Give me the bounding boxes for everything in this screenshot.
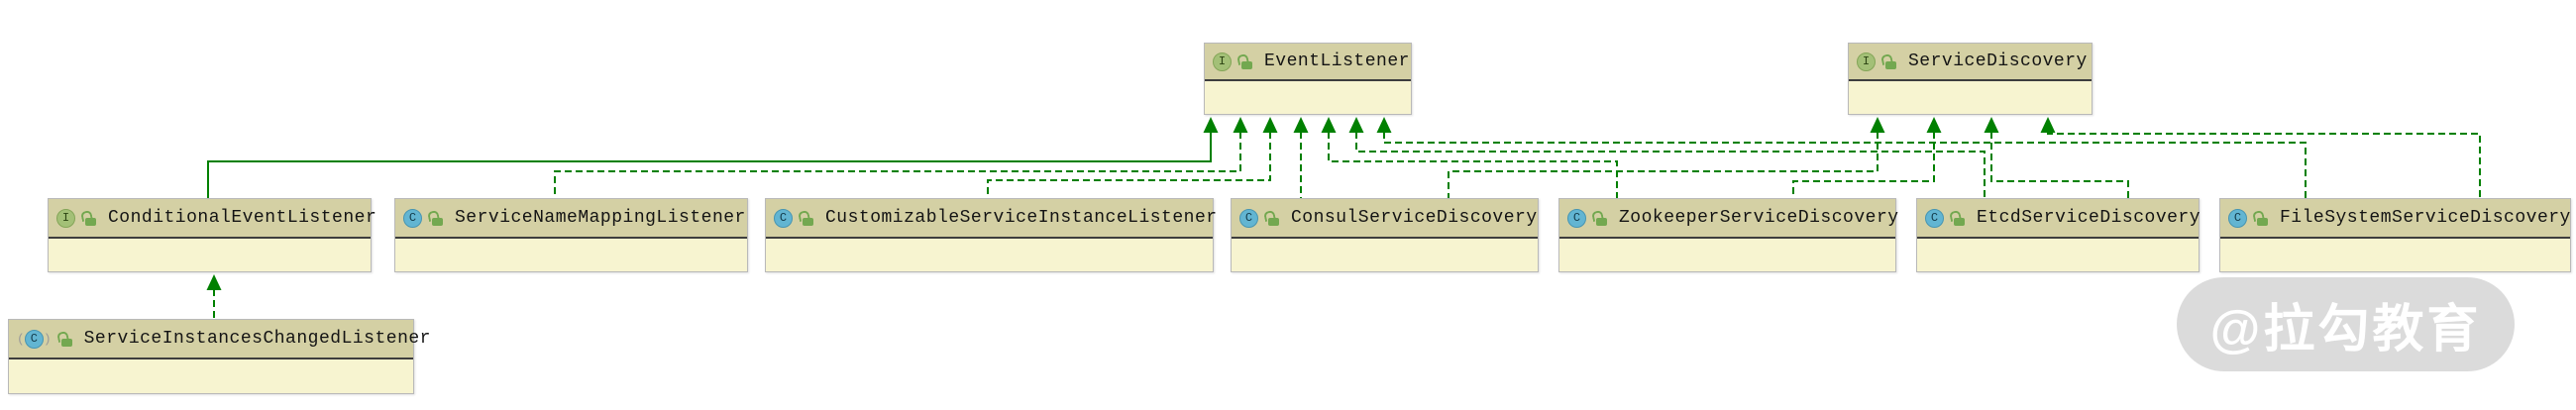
arrowhead-up-icon (1984, 117, 1999, 133)
inheritance-line (1355, 132, 1986, 198)
uml-node-header[interactable]: (C) ServiceInstancesChangedListener (9, 320, 430, 359)
uml-node-ConsulServiceDiscovery[interactable]: C ConsulServiceDiscovery (1231, 198, 1539, 272)
uml-node-title: ZookeeperServiceDiscovery (1619, 208, 1899, 228)
arrowhead-up-icon (1376, 117, 1392, 133)
inheritance-line (554, 132, 1241, 198)
uml-node-ServiceNameMappingListener[interactable]: C ServiceNameMappingListener (394, 198, 748, 272)
connector-FileSystemServiceDiscovery-to-EventListener (1376, 117, 2307, 198)
connector-FileSystemServiceDiscovery-to-ServiceDiscovery (2040, 117, 2481, 198)
unlocked-padlock-icon (1950, 211, 1965, 226)
uml-node-body[interactable] (1917, 239, 2199, 269)
uml-node-body[interactable] (395, 239, 747, 269)
inheritance-line (1792, 132, 1935, 198)
paren-mark: ( (17, 331, 25, 347)
uml-node-ConditionalEventListener[interactable]: I ConditionalEventListener (48, 198, 376, 272)
arrowhead-up-icon (1870, 117, 1885, 133)
connector-ConsulServiceDiscovery-to-ServiceDiscovery (1448, 117, 1885, 198)
arrowhead-up-icon (1233, 117, 1248, 133)
unlocked-padlock-icon (2253, 211, 2268, 226)
unlocked-padlock-icon (81, 211, 96, 226)
uml-node-body[interactable] (1205, 81, 1411, 112)
uml-node-header[interactable]: I EventListener (1205, 44, 1411, 81)
connector-EtcdServiceDiscovery-to-ServiceDiscovery (1984, 117, 2129, 198)
connector-ZookeeperServiceDiscovery-to-ServiceDiscovery (1792, 117, 1942, 198)
uml-node-title: EtcdServiceDiscovery (1977, 208, 2201, 228)
inheritance-line (987, 132, 1271, 198)
uml-node-title: CustomizableServiceInstanceListener (825, 208, 1218, 228)
arrowhead-up-icon (1293, 117, 1309, 133)
inheritance-line (207, 132, 1212, 198)
uml-node-ServiceInstancesChangedListener[interactable]: (C) ServiceInstancesChangedListener (8, 319, 430, 394)
uml-node-header[interactable]: I ConditionalEventListener (49, 199, 376, 239)
uml-node-title: ServiceDiscovery (1908, 51, 2088, 71)
uml-node-header[interactable]: C EtcdServiceDiscovery (1917, 199, 2201, 239)
unlocked-padlock-icon (799, 211, 813, 226)
uml-node-title: ServiceInstancesChangedListener (83, 329, 431, 349)
parenthesized-class-icon: (C) (17, 329, 52, 349)
class-icon: C (2228, 208, 2247, 228)
uml-node-body[interactable] (1559, 239, 1895, 269)
uml-node-title: ServiceNameMappingListener (455, 208, 746, 228)
class-icon: C (1239, 208, 1258, 228)
interface-icon: I (1857, 51, 1876, 71)
uml-node-title: ConsulServiceDiscovery (1291, 208, 1538, 228)
connector-ServiceInstancesChangedListener-to-ConditionalEventListener (206, 274, 222, 319)
uml-node-header[interactable]: C CustomizableServiceInstanceListener (766, 199, 1217, 239)
uml-node-FileSystemServiceDiscovery[interactable]: C FileSystemServiceDiscovery (2219, 198, 2571, 272)
inheritance-line (1448, 132, 1878, 198)
uml-node-body[interactable] (1232, 239, 1538, 269)
arrowhead-up-icon (1348, 117, 1364, 133)
unlocked-padlock-icon (428, 211, 443, 226)
uml-node-header[interactable]: C ServiceNameMappingListener (395, 199, 747, 239)
arrowhead-up-icon (2040, 117, 2056, 133)
connector-ConsulServiceDiscovery-to-EventListener (1293, 117, 1309, 198)
class-icon: C (1925, 208, 1944, 228)
uml-node-body[interactable] (2220, 239, 2570, 269)
uml-node-ZookeeperServiceDiscovery[interactable]: C ZookeeperServiceDiscovery (1558, 198, 1898, 272)
interface-icon: I (56, 208, 75, 228)
uml-node-body[interactable] (766, 239, 1213, 269)
unlocked-padlock-icon (1237, 54, 1252, 69)
class-icon: C (1567, 208, 1586, 228)
uml-node-header[interactable]: C ZookeeperServiceDiscovery (1559, 199, 1898, 239)
inheritance-line (2047, 132, 2481, 198)
unlocked-padlock-icon (57, 332, 72, 347)
class-icon: C (403, 208, 422, 228)
class-icon: C (774, 208, 793, 228)
unlocked-padlock-icon (1881, 54, 1896, 69)
class-icon: C (24, 329, 44, 349)
uml-node-body[interactable] (9, 359, 413, 391)
arrowhead-up-icon (1321, 117, 1337, 133)
watermark-badge: @拉勾教育 (2177, 277, 2515, 371)
arrowhead-up-icon (1926, 117, 1942, 133)
uml-node-CustomizableServiceInstanceListener[interactable]: C CustomizableServiceInstanceListener (765, 198, 1217, 272)
uml-node-title: FileSystemServiceDiscovery (2280, 208, 2571, 228)
arrowhead-up-icon (1203, 117, 1219, 133)
arrowhead-up-icon (1262, 117, 1278, 133)
connector-ZookeeperServiceDiscovery-to-EventListener (1321, 117, 1618, 198)
arrowhead-up-icon (206, 274, 222, 290)
uml-node-title: EventListener (1264, 51, 1410, 71)
uml-node-header[interactable]: C FileSystemServiceDiscovery (2220, 199, 2570, 239)
connector-EtcdServiceDiscovery-to-EventListener (1348, 117, 1986, 198)
inheritance-line (1328, 132, 1618, 198)
uml-node-body[interactable] (49, 239, 371, 269)
interface-icon: I (1213, 51, 1232, 71)
uml-node-ServiceDiscovery[interactable]: I ServiceDiscovery (1848, 43, 2093, 115)
uml-node-EventListener[interactable]: I EventListener (1204, 43, 1412, 115)
uml-node-body[interactable] (1849, 81, 2092, 112)
uml-node-header[interactable]: C ConsulServiceDiscovery (1232, 199, 1538, 239)
uml-node-EtcdServiceDiscovery[interactable]: C EtcdServiceDiscovery (1916, 198, 2200, 272)
unlocked-padlock-icon (1264, 211, 1279, 226)
connector-ConditionalEventListener-to-EventListener (207, 117, 1219, 198)
inheritance-line (1383, 132, 2307, 198)
uml-node-header[interactable]: I ServiceDiscovery (1849, 44, 2092, 81)
connector-CustomizableServiceInstanceListener-to-EventListener (987, 117, 1278, 198)
unlocked-padlock-icon (1592, 211, 1607, 226)
connector-ServiceNameMappingListener-to-EventListener (554, 117, 1248, 198)
uml-node-title: ConditionalEventListener (108, 208, 377, 228)
paren-mark: ) (43, 331, 52, 347)
inheritance-line (1990, 132, 2129, 198)
